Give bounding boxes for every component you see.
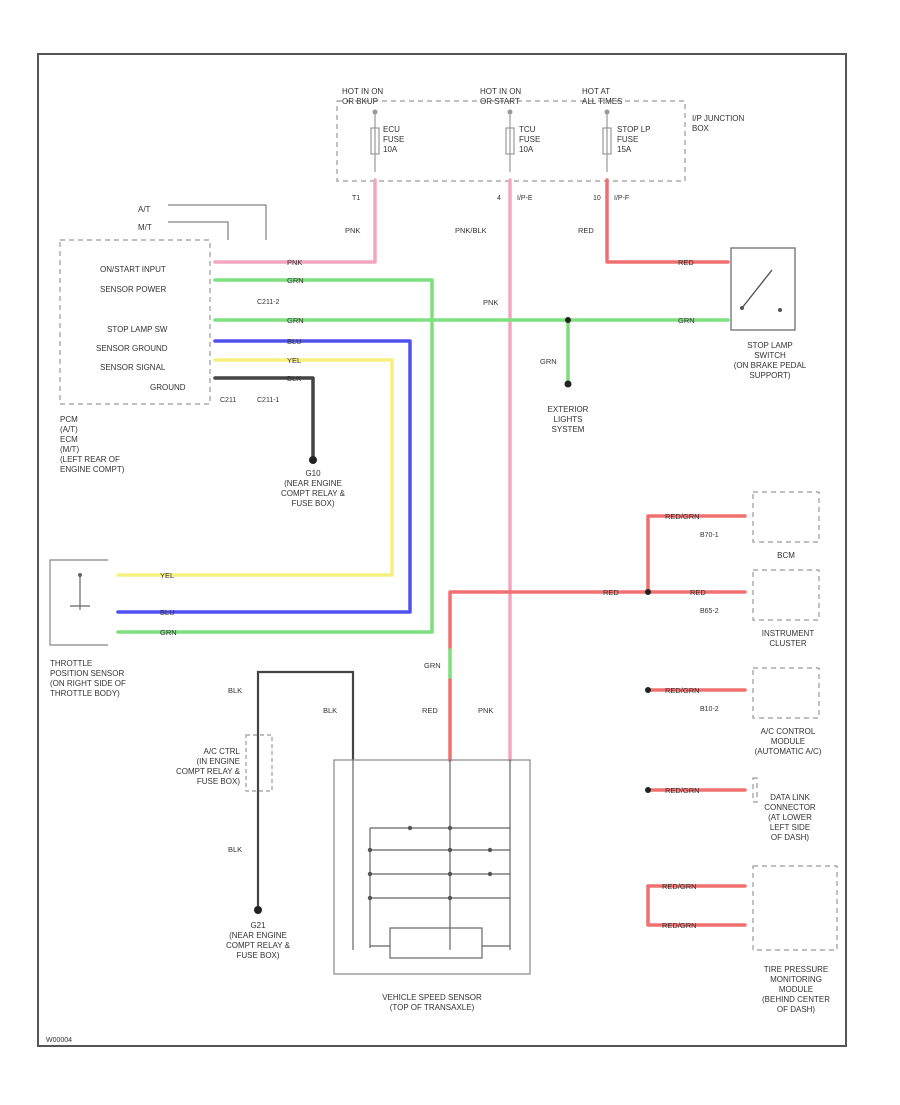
ecm-pin-sensor-ground: SENSOR GROUND bbox=[96, 344, 168, 353]
wl-pnk-top: PNK bbox=[345, 226, 360, 235]
tpms-box bbox=[752, 865, 838, 951]
wl-grn-stop: GRN bbox=[678, 316, 695, 325]
fuse-pin-t1: T1 bbox=[352, 195, 360, 202]
ecm-pin-sensor-power: SENSOR POWER bbox=[100, 285, 166, 294]
wire-red-bus bbox=[448, 590, 747, 652]
ac-module-conn: B10-2 bbox=[700, 706, 719, 713]
wl-red-top: RED bbox=[578, 226, 594, 235]
fuse-conn-ipf: I/P-F bbox=[614, 195, 629, 202]
wl-blk-ac2: BLK bbox=[323, 706, 337, 715]
ecm-pin-stop-lamp-sw: STOP LAMP SW bbox=[107, 325, 168, 334]
wl-pnk-vss: PNK bbox=[478, 706, 493, 715]
wl-pnk-1: PNK bbox=[287, 258, 302, 267]
ecm-pin-ground: GROUND bbox=[150, 383, 186, 392]
bcm-label: BCM bbox=[777, 551, 795, 560]
bcm-conn: B70-1 bbox=[700, 532, 719, 539]
wl-redgrn-tpms1: RED/GRN bbox=[662, 882, 697, 891]
wl-blk-1: BLK bbox=[287, 374, 301, 383]
ecm-at-label: A/T bbox=[138, 205, 151, 214]
diagram-border bbox=[37, 53, 847, 1047]
wl-redgrn-dlc: RED/GRN bbox=[665, 786, 700, 795]
wl-red-stop: RED bbox=[678, 258, 694, 267]
wire-blk-ac-ctrl bbox=[256, 670, 355, 908]
wl-pnk-mid: PNK bbox=[483, 298, 498, 307]
ac-module-box bbox=[752, 667, 820, 719]
vss-label: VEHICLE SPEED SENSOR(TOP OF TRANSAXLE) bbox=[382, 993, 482, 1012]
wl-grn-1: GRN bbox=[287, 276, 304, 285]
fuse-conn-ipe: I/P-E bbox=[517, 195, 533, 202]
ecm-pcm-module: A/T M/T ON/START INPUT SENSOR POWER C211… bbox=[59, 204, 280, 474]
wl-blu-1: BLU bbox=[287, 337, 302, 346]
wl-redgrn-bcm: RED/GRN bbox=[665, 512, 700, 521]
wl-yel-tps: YEL bbox=[160, 571, 174, 580]
ecm-pin-sensor-signal: SENSOR SIGNAL bbox=[100, 363, 166, 372]
wl-red-cluster: RED bbox=[690, 588, 706, 597]
vehicle-speed-sensor: VEHICLE SPEED SENSOR(TOP OF TRANSAXLE) bbox=[333, 759, 531, 1012]
wire-redgrn-tpms-2 bbox=[646, 884, 747, 927]
wl-red-bus: RED bbox=[603, 588, 619, 597]
ecm-pin-on-start: ON/START INPUT bbox=[100, 265, 166, 274]
wl-pnkblk-top: PNK/BLK bbox=[455, 226, 487, 235]
fuse-pin-10: 10 bbox=[593, 195, 601, 202]
wl-grn-2: GRN bbox=[287, 316, 304, 325]
wire-blu-sensor-ground bbox=[116, 339, 412, 614]
ecm-conn-c211-2: C211-2 bbox=[257, 299, 280, 306]
wire-grn-sensor-power bbox=[116, 278, 434, 634]
dlc-box bbox=[752, 777, 758, 803]
wire-yel-sensor-signal bbox=[116, 358, 394, 577]
wl-blk-ac1: BLK bbox=[228, 686, 242, 695]
wire-red-stop-switch bbox=[605, 178, 730, 264]
cluster-box bbox=[752, 569, 820, 621]
fuse-pin-4: 4 bbox=[497, 195, 501, 202]
wire-pnk-on-start bbox=[213, 178, 377, 264]
wl-red-vss: RED bbox=[422, 706, 438, 715]
wire-red-bcm bbox=[646, 514, 747, 594]
wl-blu-tps: BLU bbox=[160, 608, 175, 617]
wl-blk-ac3: BLK bbox=[228, 845, 242, 854]
wl-grn-tps: GRN bbox=[160, 628, 177, 637]
wl-redgrn-ac: RED/GRN bbox=[665, 686, 700, 695]
wl-grn-vss: GRN bbox=[424, 661, 441, 670]
diagram-id: W00004 bbox=[46, 1037, 72, 1044]
wl-grn-ext: GRN bbox=[540, 357, 557, 366]
ecm-conn-c211: C211 bbox=[220, 397, 236, 404]
bcm-box bbox=[752, 491, 820, 543]
wl-redgrn-tpms2: RED/GRN bbox=[662, 921, 697, 930]
cluster-conn: B65-2 bbox=[700, 608, 719, 615]
wl-yel-1: YEL bbox=[287, 356, 301, 365]
wire-blk-ecm-ground bbox=[213, 376, 315, 460]
ecm-mt-label: M/T bbox=[138, 223, 152, 232]
ecm-conn-c211-1: C211-1 bbox=[257, 397, 280, 404]
